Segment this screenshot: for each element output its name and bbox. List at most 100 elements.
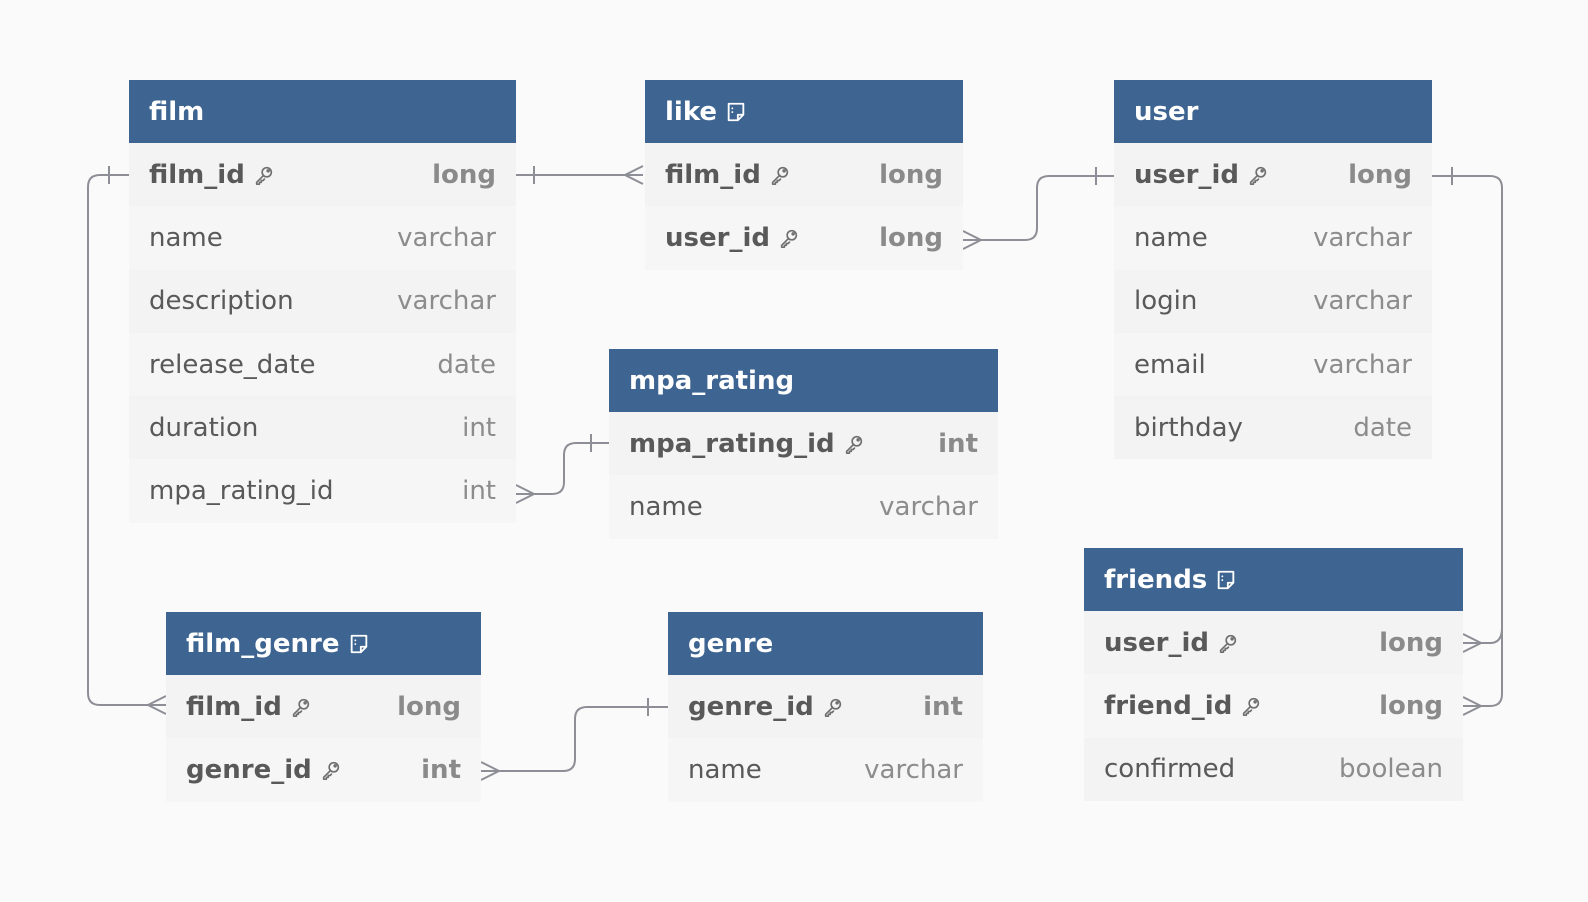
field-name: confirmed xyxy=(1104,754,1235,784)
rel-film-filmgenre-many xyxy=(145,695,167,715)
field-name: release_date xyxy=(149,350,315,380)
field-name-text: film_id xyxy=(186,691,282,722)
field-name-text: name xyxy=(1134,222,1208,253)
field-row[interactable]: genre_id int xyxy=(668,675,983,738)
field-name-text: name xyxy=(688,754,762,785)
key-icon xyxy=(1247,164,1269,186)
field-type: int xyxy=(462,476,496,507)
field-name-text: description xyxy=(149,286,294,317)
field-name: mpa_rating_id xyxy=(629,429,865,459)
field-name-text: birthday xyxy=(1134,412,1243,443)
key-icon xyxy=(822,696,844,718)
field-name-text: friend_id xyxy=(1104,690,1233,721)
field-type: boolean xyxy=(1339,754,1443,785)
note-icon[interactable] xyxy=(348,633,370,655)
field-name-text: duration xyxy=(149,412,259,443)
field-row[interactable]: email varchar xyxy=(1114,332,1432,397)
field-name: user_id xyxy=(1104,628,1239,658)
field-row[interactable]: name varchar xyxy=(609,475,998,539)
rel-user-friends-branch xyxy=(1463,627,1503,644)
table-title: film_genre xyxy=(186,628,340,659)
note-icon[interactable] xyxy=(1215,569,1237,591)
key-icon xyxy=(253,164,275,186)
field-row[interactable]: mpa_rating_id int xyxy=(609,412,998,475)
key-icon xyxy=(1217,632,1239,654)
field-type: varchar xyxy=(397,286,496,317)
field-type: varchar xyxy=(879,491,978,522)
field-row[interactable]: mpa_rating_id int xyxy=(129,459,516,523)
field-type: varchar xyxy=(397,222,496,253)
field-name: film_id xyxy=(149,160,275,190)
table-header[interactable]: friends xyxy=(1084,548,1463,611)
table-title: friends xyxy=(1104,564,1208,595)
field-name-text: mpa_rating_id xyxy=(149,476,334,507)
field-type: date xyxy=(437,349,496,380)
field-name-text: user_id xyxy=(1134,159,1239,190)
field-name-text: login xyxy=(1134,286,1198,317)
field-name-text: confirmed xyxy=(1104,754,1236,785)
field-name-text: genre_id xyxy=(186,754,312,785)
field-name-text: film_id xyxy=(149,159,245,190)
table-header[interactable]: user xyxy=(1114,80,1432,143)
field-row[interactable]: name varchar xyxy=(1114,206,1432,270)
table-header[interactable]: film xyxy=(129,80,516,143)
field-row[interactable]: user_id long xyxy=(1114,143,1432,206)
field-row[interactable]: description varchar xyxy=(129,270,516,333)
field-type: int xyxy=(421,754,461,785)
note-icon[interactable] xyxy=(725,101,747,123)
field-type: varchar xyxy=(1313,349,1412,380)
table-header[interactable]: mpa_rating xyxy=(609,349,998,412)
field-type: int xyxy=(462,412,496,443)
rel-filmgenre-genre xyxy=(481,706,668,772)
field-name-text: email xyxy=(1134,349,1206,380)
field-name-text: user_id xyxy=(665,222,770,253)
field-row[interactable]: duration int xyxy=(129,396,516,459)
table-header[interactable]: like xyxy=(645,80,963,143)
field-name-text: mpa_rating_id xyxy=(629,428,835,459)
field-row[interactable]: release_date date xyxy=(129,332,516,397)
field-type: int xyxy=(938,428,978,459)
field-name-text: name xyxy=(149,222,223,253)
table-mpa-rating[interactable]: mpa_rating mpa_rating_id int name varchar xyxy=(609,349,998,539)
field-name: user_id xyxy=(1134,160,1269,190)
field-name: film_id xyxy=(186,692,312,722)
field-name-text: genre_id xyxy=(688,691,814,722)
field-row[interactable]: genre_id int xyxy=(166,738,481,802)
field-type: long xyxy=(1348,159,1412,190)
field-name: name xyxy=(688,755,762,785)
field-type: varchar xyxy=(1313,286,1412,317)
field-row[interactable]: name varchar xyxy=(129,206,516,270)
field-name-text: user_id xyxy=(1104,627,1209,658)
field-row[interactable]: confirmed boolean xyxy=(1084,738,1463,801)
field-type: int xyxy=(923,691,963,722)
field-name: genre_id xyxy=(186,755,342,785)
field-name: name xyxy=(149,223,223,253)
field-name-text: release_date xyxy=(149,349,316,380)
field-name: name xyxy=(629,492,703,522)
table-header[interactable]: film_genre xyxy=(166,612,481,675)
table-header[interactable]: genre xyxy=(668,612,983,675)
field-row[interactable]: login varchar xyxy=(1114,270,1432,333)
field-type: varchar xyxy=(1313,222,1412,253)
rel-like-user xyxy=(963,175,1114,241)
rel-friends-friendid-many xyxy=(1462,696,1484,716)
rel-filmgenre-genre-many xyxy=(480,761,502,781)
rel-film-mpa xyxy=(516,442,609,495)
key-icon xyxy=(843,433,865,455)
field-name: description xyxy=(149,286,294,316)
